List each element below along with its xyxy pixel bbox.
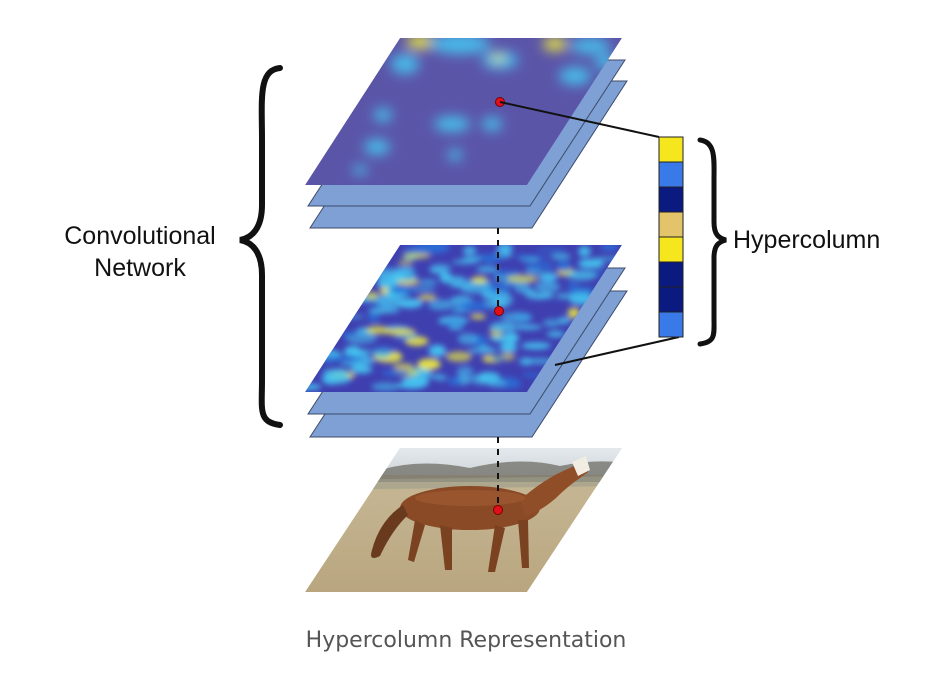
connector-line-top bbox=[499, 101, 660, 138]
upper-feature-stack bbox=[305, 38, 628, 229]
middle-top-feature-map bbox=[305, 245, 622, 392]
image-pixel-marker bbox=[493, 505, 503, 515]
hypercolumn-vector bbox=[658, 136, 684, 338]
upper-top-feature-map bbox=[305, 38, 622, 185]
middle-feature-stack bbox=[305, 245, 628, 438]
connector-line-bottom bbox=[554, 336, 680, 366]
hypercolumn-cell-yellow bbox=[658, 236, 684, 263]
hypercolumn-cell-tan bbox=[658, 211, 684, 238]
hypercolumn-cell-navy bbox=[658, 261, 684, 288]
horse-figure bbox=[371, 456, 590, 572]
input-image-horse bbox=[305, 448, 622, 592]
left-label-line1: Convolutional bbox=[64, 222, 216, 250]
figure-caption: Hypercolumn Representation bbox=[305, 628, 627, 653]
left-curly-brace bbox=[239, 65, 283, 428]
hypercolumn-cell-navy bbox=[658, 186, 684, 213]
right-label-hypercolumn: Hypercolumn bbox=[733, 226, 880, 254]
hypercolumn-cell-yellow bbox=[658, 136, 684, 163]
hypercolumn-cell-light-blue bbox=[658, 311, 684, 338]
hypercolumn-cell-navy bbox=[658, 286, 684, 313]
right-curly-brace bbox=[697, 137, 727, 347]
left-label-line2: Network bbox=[94, 254, 186, 282]
hypercolumn-cell-light-blue bbox=[658, 161, 684, 188]
middle-pixel-marker bbox=[494, 306, 504, 316]
